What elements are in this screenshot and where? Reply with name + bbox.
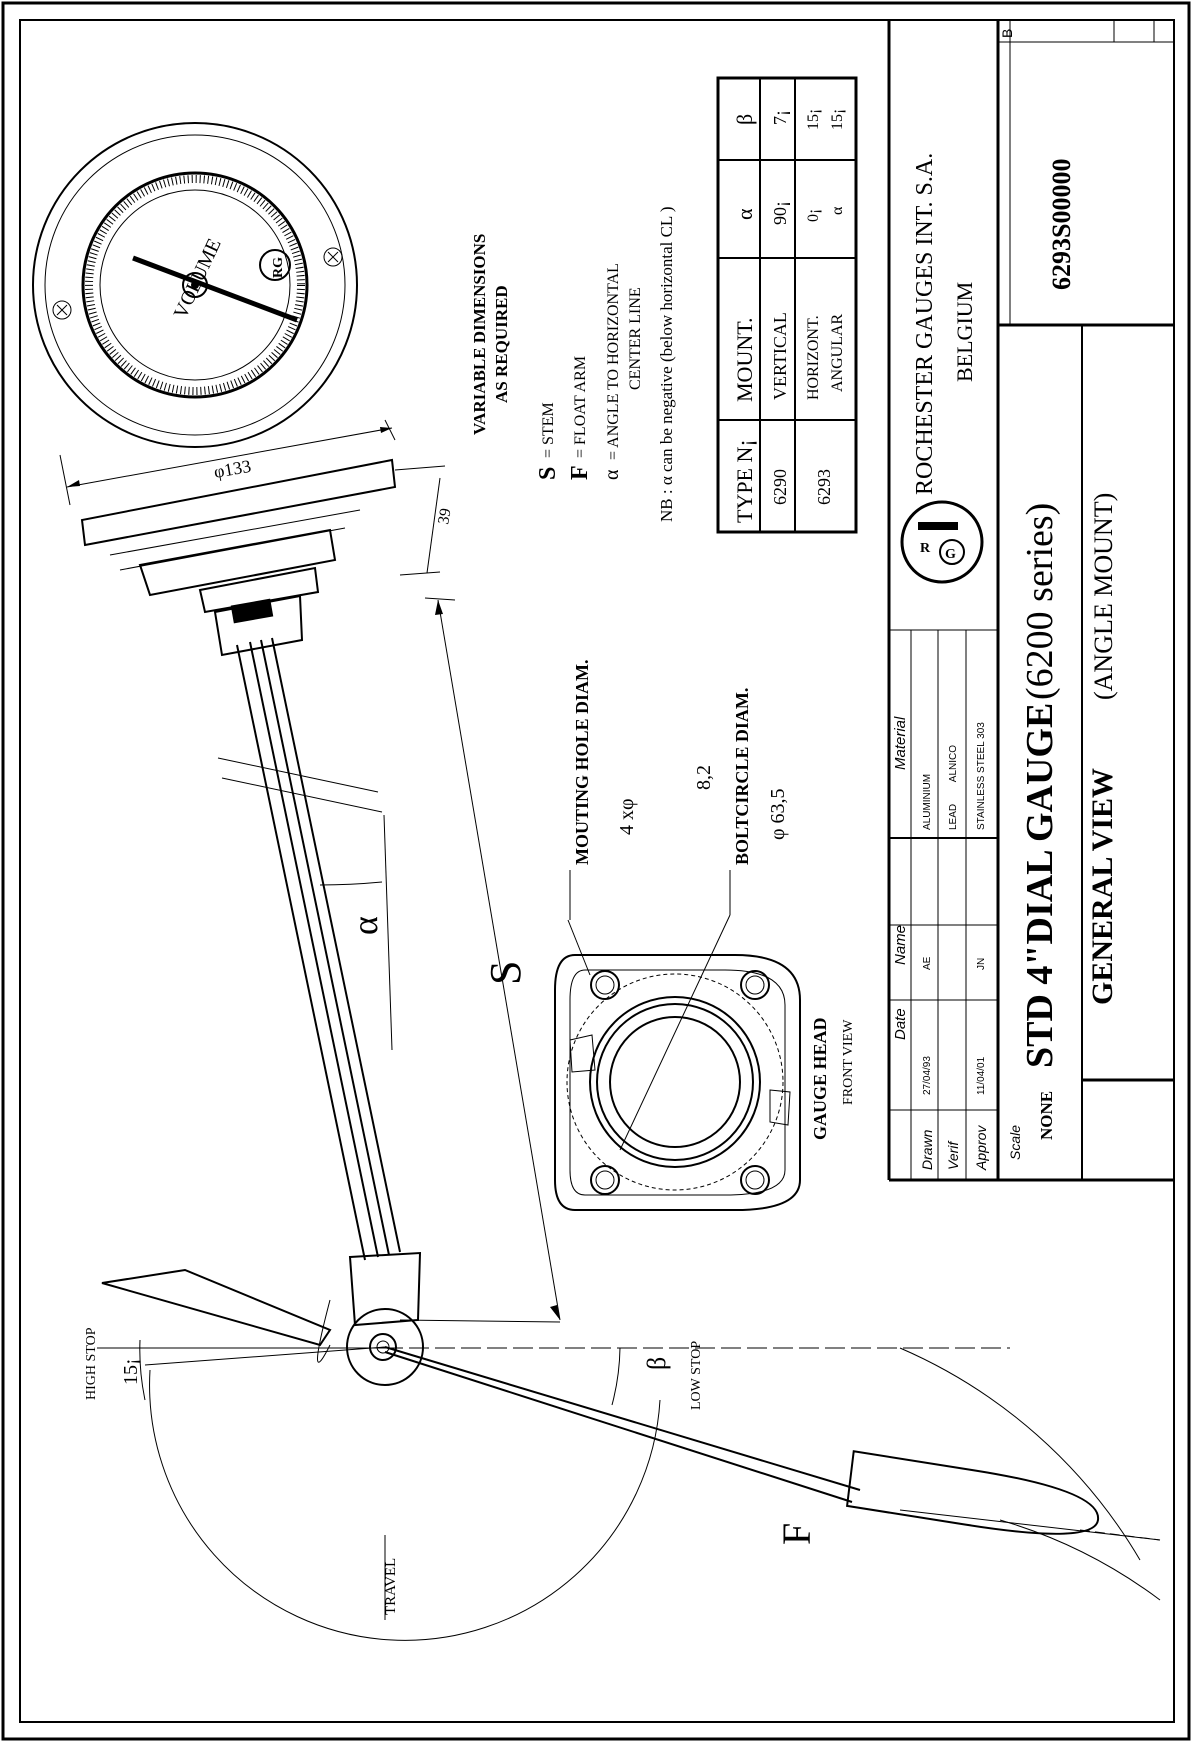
rg-logo-icon: [259, 249, 291, 281]
row-approv-name: JN: [976, 958, 987, 970]
travel-label: TRAVEL: [383, 1558, 399, 1615]
mounting-hole-value: 4 xφ: [616, 798, 638, 835]
row-verif-material: LEAD ALNICO: [948, 745, 959, 830]
mounting-hole-callout: MOUTING HOLE DIAM. 4 xφ 8,2: [569, 659, 715, 920]
table-header-type: TYPE N¡: [732, 439, 757, 523]
alpha-definition1: = ANGLE TO HORIZONTAL: [605, 263, 622, 460]
nb-note: NB : α can be negative (below horizontal…: [657, 206, 676, 522]
f-symbol: F: [567, 465, 593, 480]
col-header-material: Material: [892, 716, 909, 770]
scale-label: Scale: [1007, 1125, 1023, 1160]
variable-line1: VARIABLE DIMENSIONS: [470, 234, 489, 435]
stem-symbol: S: [481, 961, 530, 985]
gauge-head-subtitle: FRONT VIEW: [841, 1019, 856, 1105]
row-drawn-name: AE: [922, 956, 933, 970]
row-drawn-date: 27/04/93: [922, 1056, 933, 1095]
high-stop-label: HIGH STOP: [84, 1327, 99, 1400]
table-header-alpha: α: [732, 208, 757, 220]
gauge-dial: VOLUME RG: [32, 122, 358, 448]
row-6293-alpha1: 0¡: [805, 209, 822, 222]
col-header-name: Name: [892, 925, 909, 965]
pivot-and-float: [97, 1251, 1161, 1541]
mounting-hole-dim: 8,2: [693, 765, 715, 790]
row-verif-label: Verif: [945, 1140, 961, 1170]
drawing-mount: (ANGLE MOUNT): [1089, 493, 1118, 700]
svg-text:G: G: [945, 547, 956, 562]
type-table: TYPE N¡ MOUNT. α β 6290 VERTICAL 90¡ 7¡ …: [716, 76, 858, 534]
row-approv-date: 11/04/01: [976, 1056, 987, 1095]
scale-value: NONE: [1037, 1091, 1056, 1140]
drawing-number: 6293S00000: [1047, 159, 1076, 290]
row-6290-beta: 7¡: [770, 110, 790, 125]
row-6293-type: 6293: [814, 469, 834, 505]
float-symbol: F: [774, 1523, 819, 1545]
row-approv-material: STAINLESS STEEL 303: [976, 722, 987, 830]
company-logo-icon: G R: [900, 500, 984, 584]
dial-logo-text: RG: [271, 257, 286, 278]
revision: B: [999, 29, 1015, 38]
drawing-title: STD 4"DIAL GAUGE: [1019, 703, 1061, 1068]
gauge-body-side-view: 39: [80, 458, 455, 657]
alpha-note-symbol: α: [601, 469, 623, 480]
alpha-dimension: α: [319, 814, 393, 1051]
drawing-frame: [19, 19, 1175, 1723]
row-6293-alpha2: α: [829, 206, 846, 215]
row-drawn-material: ALUMINIUM: [922, 774, 933, 830]
dimension-notes: VARIABLE DIMENSIONS AS REQUIRED S = STEM…: [470, 206, 676, 522]
gauge-head-title: GAUGE HEAD: [810, 1017, 830, 1140]
stem-dimension: S: [399, 597, 561, 1323]
dial-volume-label: VOLUME: [170, 235, 226, 322]
row-6293-beta1: 15¡: [805, 109, 822, 130]
low-stop-symbol: β: [642, 1357, 671, 1370]
mounting-hole-label: MOUTING HOLE DIAM.: [572, 659, 592, 865]
travel-angles: HIGH STOP 15¡ β LOW STOP TRAVEL F: [84, 1327, 1161, 1641]
dial-needle: [132, 255, 298, 323]
row-6290-type: 6290: [770, 469, 790, 505]
drawing-series: (6200 series): [1019, 503, 1061, 700]
stem: [217, 637, 401, 1261]
row-6290-mount: VERTICAL: [770, 312, 790, 400]
table-header-mount: MOUNT.: [732, 317, 757, 402]
boltcircle-value: φ 63,5: [767, 788, 789, 840]
row-drawn-label: Drawn: [919, 1129, 935, 1170]
high-stop-value: 15¡: [120, 1358, 142, 1385]
svg-text:R: R: [920, 541, 931, 556]
row-approv-label: Approv: [973, 1125, 989, 1171]
row-6290-alpha: 90¡: [770, 201, 790, 225]
gauge-head-front-view: GAUGE HEAD FRONT VIEW: [554, 914, 856, 1211]
s-definition: = STEM: [540, 402, 557, 458]
row-6293-mount2: ANGULAR: [829, 313, 846, 392]
alpha-symbol: α: [345, 916, 385, 935]
variable-line2: AS REQUIRED: [492, 285, 511, 403]
alpha-definition2: CENTER LINE: [627, 287, 644, 390]
f-definition: = FLOAT ARM: [572, 356, 589, 458]
screw-icon: [323, 247, 343, 267]
table-header-beta: β: [732, 114, 757, 125]
screw-icon: [52, 300, 72, 320]
drawing-subtitle: GENERAL VIEW: [1086, 768, 1119, 1005]
row-6293-beta2: 15¡: [829, 109, 846, 130]
height-value: 39: [435, 507, 455, 526]
row-6293-mount1: HORIZONT.: [805, 315, 822, 400]
title-block: Date Name Material Drawn 27/04/93 AE ALU…: [887, 20, 1174, 1182]
boltcircle-label: BOLTCIRCLE DIAM.: [732, 688, 752, 865]
low-stop-label: LOW STOP: [689, 1341, 704, 1410]
boltcircle-callout: BOLTCIRCLE DIAM. φ 63,5: [729, 688, 789, 915]
s-symbol: S: [535, 467, 561, 480]
col-header-date: Date: [892, 1008, 909, 1040]
company-name: ROCHESTER GAUGES INT. S.A.: [912, 153, 938, 495]
company-country: BELGIUM: [952, 282, 977, 382]
